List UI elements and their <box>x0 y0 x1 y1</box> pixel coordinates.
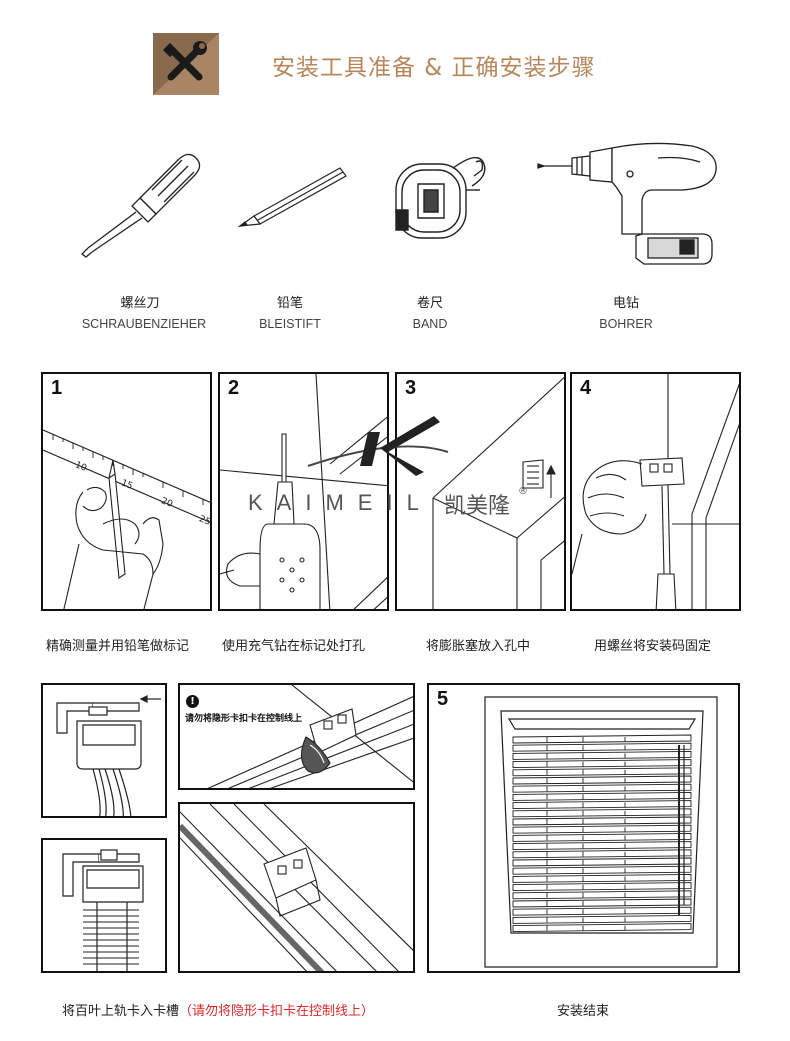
drill-icon <box>532 140 722 270</box>
tool-label-de: BLEISTIFT <box>210 317 370 331</box>
brand-watermark-cn: 凯美隆 <box>444 488 510 520</box>
step-caption: 精确测量并用铅笔做标记 <box>46 635 189 654</box>
bottom-caption-note: （请勿将隐形卡扣卡在控制线上） <box>179 1004 374 1019</box>
warning-icon: ! <box>186 695 199 708</box>
bottom-caption: 将百叶上轨卡入卡槽（请勿将隐形卡扣卡在控制线上） <box>62 1000 374 1019</box>
hidden-clip-panel: ! 请勿将隐形卡扣卡在控制线上 <box>178 683 415 790</box>
bottom-caption-main: 将百叶上轨卡入卡槽 <box>62 1004 179 1019</box>
tool-label-de: BAND <box>350 317 510 331</box>
pencil-icon <box>236 160 351 230</box>
step-caption: 用螺丝将安装码固定 <box>594 635 711 654</box>
tape-measure-icon <box>388 150 498 250</box>
registered-mark: ® <box>518 486 528 497</box>
tool-label-de: BOHRER <box>546 317 706 331</box>
step-4-panel: 4 <box>570 372 741 611</box>
rail-clip-panel-bottom <box>41 838 167 973</box>
page-title: 安装工具准备 & 正确安装步骤 <box>272 48 596 82</box>
tool-label-cn: 螺丝刀 <box>60 292 220 311</box>
final-caption: 安装结束 <box>557 1000 609 1019</box>
tool-label-cn: 电钻 <box>546 292 706 311</box>
step-caption: 使用充气钻在标记处打孔 <box>222 635 365 654</box>
rail-clip-panel-top <box>41 683 167 818</box>
warning-text: 请勿将隐形卡扣卡在控制线上 <box>185 711 302 724</box>
brand-watermark: KAIMEIL 凯美隆 ® <box>248 414 528 534</box>
rail-installed-panel <box>178 802 415 973</box>
tools-icon <box>153 33 219 95</box>
screwdriver-icon <box>78 140 208 260</box>
tool-label-cn: 铅笔 <box>210 292 370 311</box>
step-caption: 将膨胀塞放入孔中 <box>426 635 530 654</box>
tool-label-de: SCHRAUBENZIEHER <box>64 317 224 331</box>
brand-watermark-latin: KAIMEIL <box>248 490 433 516</box>
step-5-panel: 5 <box>427 683 740 973</box>
step-1-panel: 1 10 15 20 25 <box>41 372 212 611</box>
tool-label-cn: 卷尺 <box>350 292 510 311</box>
